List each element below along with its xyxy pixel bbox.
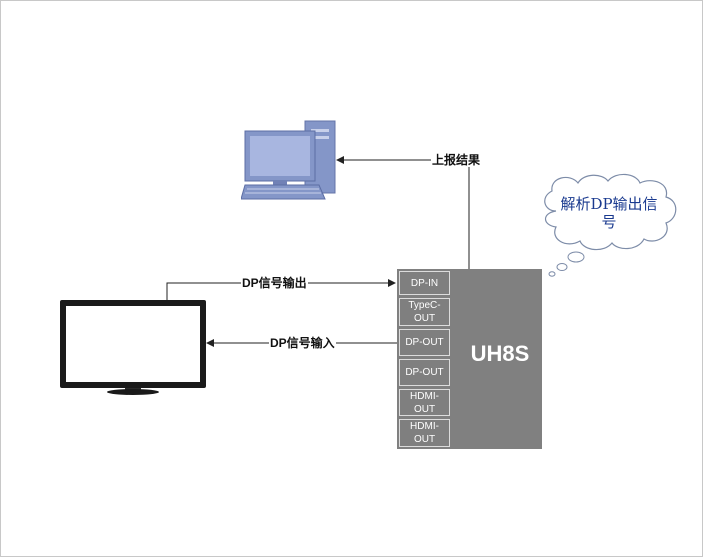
port-dp-in: DP-IN xyxy=(399,271,450,295)
port-dp-out-1: DP-OUT xyxy=(399,329,450,356)
port-typec-out: TypeC-OUT xyxy=(399,298,450,326)
dp-output-label: DP信号输出 xyxy=(241,276,308,290)
device-name: UH8S xyxy=(470,341,530,366)
dp-output-line xyxy=(166,279,396,301)
port-hdmi-out-2: HDMI-OUT xyxy=(399,419,450,447)
report-label: 上报结果 xyxy=(431,153,482,167)
port-hdmi-out-1: HDMI-OUT xyxy=(399,389,450,416)
callout-text: 解析DP输出信号 xyxy=(560,195,658,231)
computer-icon xyxy=(241,120,336,200)
dp-input-label: DP信号输入 xyxy=(269,336,336,350)
report-line xyxy=(336,156,470,269)
monitor-icon xyxy=(60,300,206,395)
cloud-callout xyxy=(544,173,677,277)
port-dp-out-2: DP-OUT xyxy=(399,359,450,386)
